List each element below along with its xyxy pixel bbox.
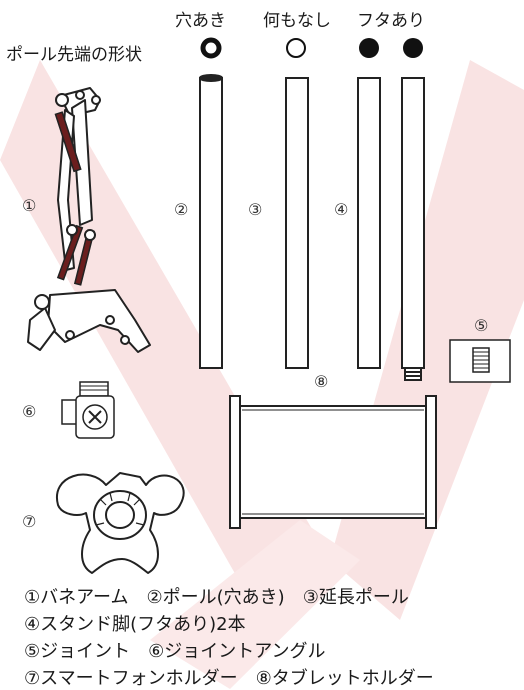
pole-hole [199, 77, 223, 369]
part-number-8: ⑧ [314, 372, 329, 391]
smartphone-holder [55, 472, 185, 574]
open-tip-icon [286, 38, 306, 58]
hole-tip-icon [200, 37, 222, 59]
pole-leg-1 [357, 77, 381, 369]
part-number-5: ⑤ [474, 316, 489, 335]
legend-line-4: ⑦スマートフォンホルダー ⑧タブレットホルダー [24, 668, 434, 689]
tip-circles [200, 37, 423, 59]
legend-line-3: ⑤ジョイント ⑥ジョイントアングル [24, 641, 326, 662]
cap-tip-icon-2 [403, 38, 423, 58]
tip-shape-label: ポール先端の形状 [6, 45, 142, 65]
part-number-3: ③ [248, 200, 263, 219]
tablet-holder [229, 395, 437, 529]
joint-angle [61, 381, 115, 439]
spring-arm [27, 87, 151, 353]
legend-line-2: ④スタンド脚(フタあり)2本 [24, 614, 246, 635]
poles [199, 74, 425, 381]
part-number-6: ⑥ [22, 402, 37, 421]
tip-type-cap: フタあり [357, 11, 425, 31]
part-number-2: ② [174, 200, 189, 219]
part-number-7: ⑦ [22, 512, 37, 531]
part-number-4: ④ [334, 200, 349, 219]
part-number-1: ① [22, 196, 37, 215]
pole-extension [285, 77, 309, 369]
joint-detail [449, 339, 511, 383]
pole-leg-2 [401, 77, 425, 369]
legend-line-1: ①バネアーム ②ポール(穴あき) ③延長ポール [24, 587, 409, 608]
cap-tip-icon-1 [359, 38, 379, 58]
tip-type-hole: 穴あき [175, 11, 226, 31]
tip-type-none: 何もなし [263, 11, 331, 31]
